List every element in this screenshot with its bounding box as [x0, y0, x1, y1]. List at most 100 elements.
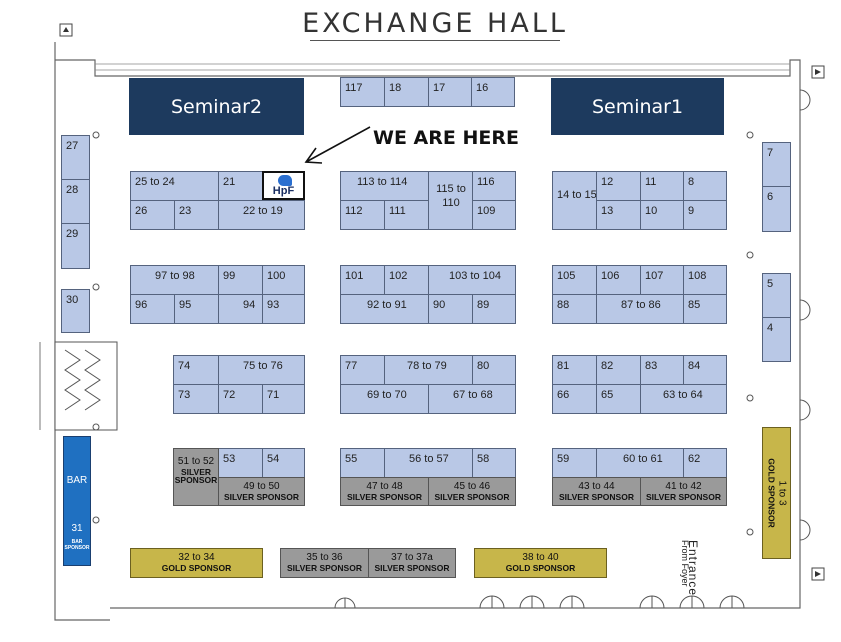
booth[interactable]: 84	[683, 355, 727, 385]
booth[interactable]: 87 to 86	[596, 294, 684, 324]
booth[interactable]: 59	[552, 448, 597, 478]
booth[interactable]: 62	[683, 448, 727, 478]
booth[interactable]: 88	[552, 294, 597, 324]
booth[interactable]: 113 to 114	[340, 171, 429, 201]
silver-sponsor-booth[interactable]: 49 to 50 SILVER SPONSOR	[218, 477, 305, 506]
booth[interactable]: 27	[61, 135, 90, 180]
booth[interactable]: 100	[262, 265, 305, 295]
booth[interactable]: 80	[472, 355, 516, 385]
seminar1-room: Seminar1	[551, 78, 724, 135]
silver-sponsor-booth[interactable]: 35 to 36 SILVER SPONSOR	[280, 548, 369, 578]
booth[interactable]: 75 to 76	[218, 355, 305, 385]
gold-sponsor-booth[interactable]: 38 to 40 GOLD SPONSOR	[474, 548, 607, 578]
booth[interactable]: 109	[472, 200, 516, 230]
booth[interactable]: 66	[552, 384, 597, 414]
booth[interactable]: 115 to 110	[428, 171, 473, 230]
booth[interactable]: 4	[762, 317, 791, 362]
booth[interactable]: 22 to 19	[218, 200, 305, 230]
booth[interactable]: 7	[762, 142, 791, 187]
booth-label: 78 to 79	[407, 360, 447, 372]
hpf-booth[interactable]: HpF	[262, 171, 305, 200]
silver-sponsor-booth[interactable]: 37 to 37a SILVER SPONSOR	[368, 548, 456, 578]
booth[interactable]: 72	[218, 384, 263, 414]
booth[interactable]: 69 to 70	[340, 384, 429, 414]
sponsor-number: 47 to 48	[366, 481, 403, 492]
booth[interactable]: 53	[218, 448, 263, 478]
booth-label: 18	[389, 82, 402, 94]
silver-sponsor-booth[interactable]: 43 to 44 SILVER SPONSOR	[552, 477, 641, 506]
booth[interactable]: 56 to 57	[384, 448, 473, 478]
booth[interactable]: 77	[340, 355, 385, 385]
booth[interactable]: 105	[552, 265, 597, 295]
silver-sponsor-booth[interactable]: 41 to 42 SILVER SPONSOR	[640, 477, 727, 506]
booth[interactable]: 83	[640, 355, 684, 385]
booth[interactable]: 23	[174, 200, 219, 230]
booth[interactable]: 13	[596, 200, 641, 230]
booth[interactable]: 116	[472, 171, 516, 201]
booth[interactable]: 6	[762, 186, 791, 232]
booth[interactable]: 102	[384, 265, 429, 295]
booth[interactable]: 54	[262, 448, 305, 478]
booth-label: 10	[645, 205, 658, 217]
booth[interactable]: 73	[173, 384, 219, 414]
booth[interactable]: 5	[762, 273, 791, 318]
booth[interactable]: 18	[384, 77, 429, 107]
booth[interactable]: 82	[596, 355, 641, 385]
booth-label: 80	[477, 360, 490, 372]
booth[interactable]: 25 to 24	[130, 171, 219, 201]
silver-sponsor-booth[interactable]: 45 to 46 SILVER SPONSOR	[428, 477, 516, 506]
booth[interactable]: 106	[596, 265, 641, 295]
booth[interactable]: 108	[683, 265, 727, 295]
booth[interactable]: 16	[471, 77, 515, 107]
booth[interactable]: 96	[130, 294, 175, 324]
booth[interactable]: 107	[640, 265, 684, 295]
booth[interactable]: 26	[130, 200, 175, 230]
booth[interactable]: 117	[340, 77, 385, 107]
booth-label: 92 to 91	[367, 299, 407, 311]
booth[interactable]: 92 to 91	[340, 294, 429, 324]
booth[interactable]: 81	[552, 355, 597, 385]
booth[interactable]: 90	[428, 294, 473, 324]
booth[interactable]: 93	[262, 294, 305, 324]
booth[interactable]: 78 to 79	[384, 355, 473, 385]
silver-sponsor-booth[interactable]: 51 to 52 SILVER SPONSOR	[173, 448, 219, 506]
booth[interactable]: 67 to 68	[428, 384, 516, 414]
booth[interactable]: 99	[218, 265, 263, 295]
booth-label: 9	[688, 205, 695, 217]
booth-label: 102	[389, 270, 408, 282]
booth[interactable]: 71	[262, 384, 305, 414]
booth-label: 69 to 70	[367, 389, 407, 401]
gold-sponsor-booth[interactable]: 32 to 34 GOLD SPONSOR	[130, 548, 263, 578]
booth[interactable]: 63 to 64	[640, 384, 727, 414]
booth[interactable]: 30	[61, 289, 90, 333]
booth[interactable]: 103 to 104	[428, 265, 516, 295]
booth[interactable]: 17	[428, 77, 472, 107]
booth[interactable]: 8	[683, 171, 727, 201]
booth[interactable]: 21	[218, 171, 263, 201]
booth[interactable]: 65	[596, 384, 641, 414]
booth[interactable]: 97 to 98	[130, 265, 219, 295]
booth[interactable]: 9	[683, 200, 727, 230]
booth[interactable]: 55	[340, 448, 385, 478]
booth[interactable]: 10	[640, 200, 684, 230]
booth[interactable]: 11	[640, 171, 684, 201]
booth[interactable]: 29	[61, 223, 90, 269]
bar-area[interactable]: BAR 31 BAR SPONSOR	[63, 436, 91, 566]
booth[interactable]: 58	[472, 448, 516, 478]
silver-sponsor-booth[interactable]: 47 to 48 SILVER SPONSOR	[340, 477, 429, 506]
booth[interactable]: 89	[472, 294, 516, 324]
gold-sponsor-booth-side[interactable]: 1 to 3 GOLD SPONSOR	[762, 427, 791, 559]
booth[interactable]: 14 to 15	[552, 171, 597, 230]
booth[interactable]: 60 to 61	[596, 448, 684, 478]
booth[interactable]: 101	[340, 265, 385, 295]
booth[interactable]: 111	[384, 200, 429, 230]
booth-label: 59	[557, 453, 570, 465]
booth[interactable]: 85	[683, 294, 727, 324]
booth[interactable]: 28	[61, 179, 90, 224]
booth[interactable]: 74	[173, 355, 219, 385]
booth[interactable]: 112	[340, 200, 385, 230]
booth[interactable]: 95	[174, 294, 219, 324]
booth[interactable]: 94	[218, 294, 263, 324]
booth[interactable]: 12	[596, 171, 641, 201]
